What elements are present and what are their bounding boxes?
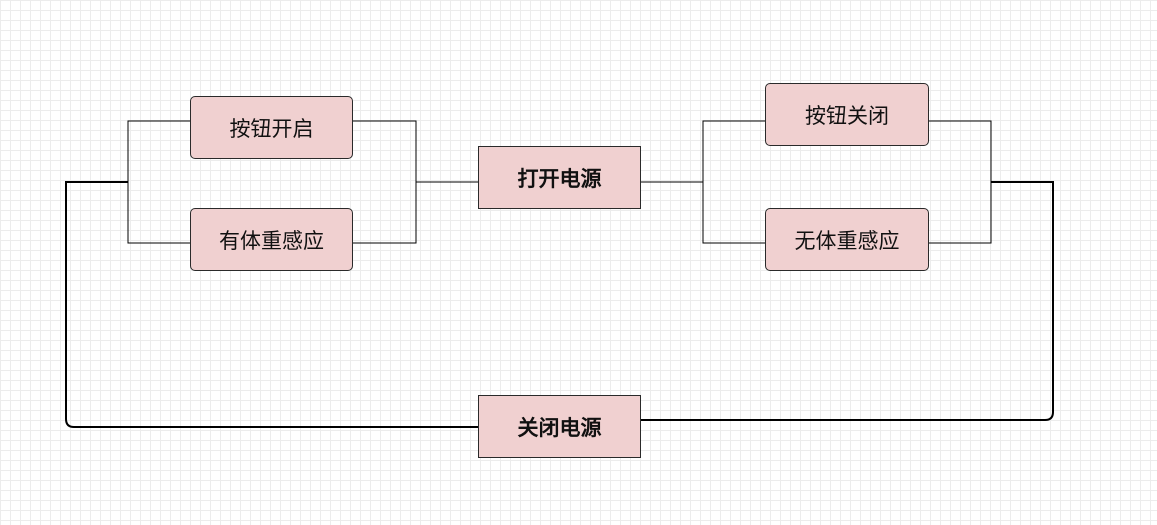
connector-left-join bbox=[353, 120, 417, 244]
node-power-off[interactable]: 关闭电源 bbox=[478, 395, 641, 458]
node-label: 按钮开启 bbox=[229, 116, 314, 141]
connector-right-to-power-off bbox=[641, 181, 1054, 421]
connector-power-off-to-left bbox=[65, 181, 478, 428]
node-button-open[interactable]: 按钮开启 bbox=[190, 96, 353, 159]
node-body-present[interactable]: 有体重感应 bbox=[190, 208, 353, 271]
node-label: 按钮关闭 bbox=[805, 103, 889, 128]
connector-left-split bbox=[127, 120, 190, 244]
node-label: 无体重感应 bbox=[794, 228, 900, 253]
connector-right-join bbox=[929, 120, 992, 244]
node-power-on[interactable]: 打开电源 bbox=[478, 146, 641, 209]
node-body-absent[interactable]: 无体重感应 bbox=[765, 208, 929, 271]
node-label: 关闭电源 bbox=[517, 415, 602, 440]
node-label: 打开电源 bbox=[517, 166, 602, 191]
node-button-close[interactable]: 按钮关闭 bbox=[765, 83, 929, 146]
connector-right-split bbox=[702, 120, 765, 244]
node-label: 有体重感应 bbox=[219, 228, 324, 253]
